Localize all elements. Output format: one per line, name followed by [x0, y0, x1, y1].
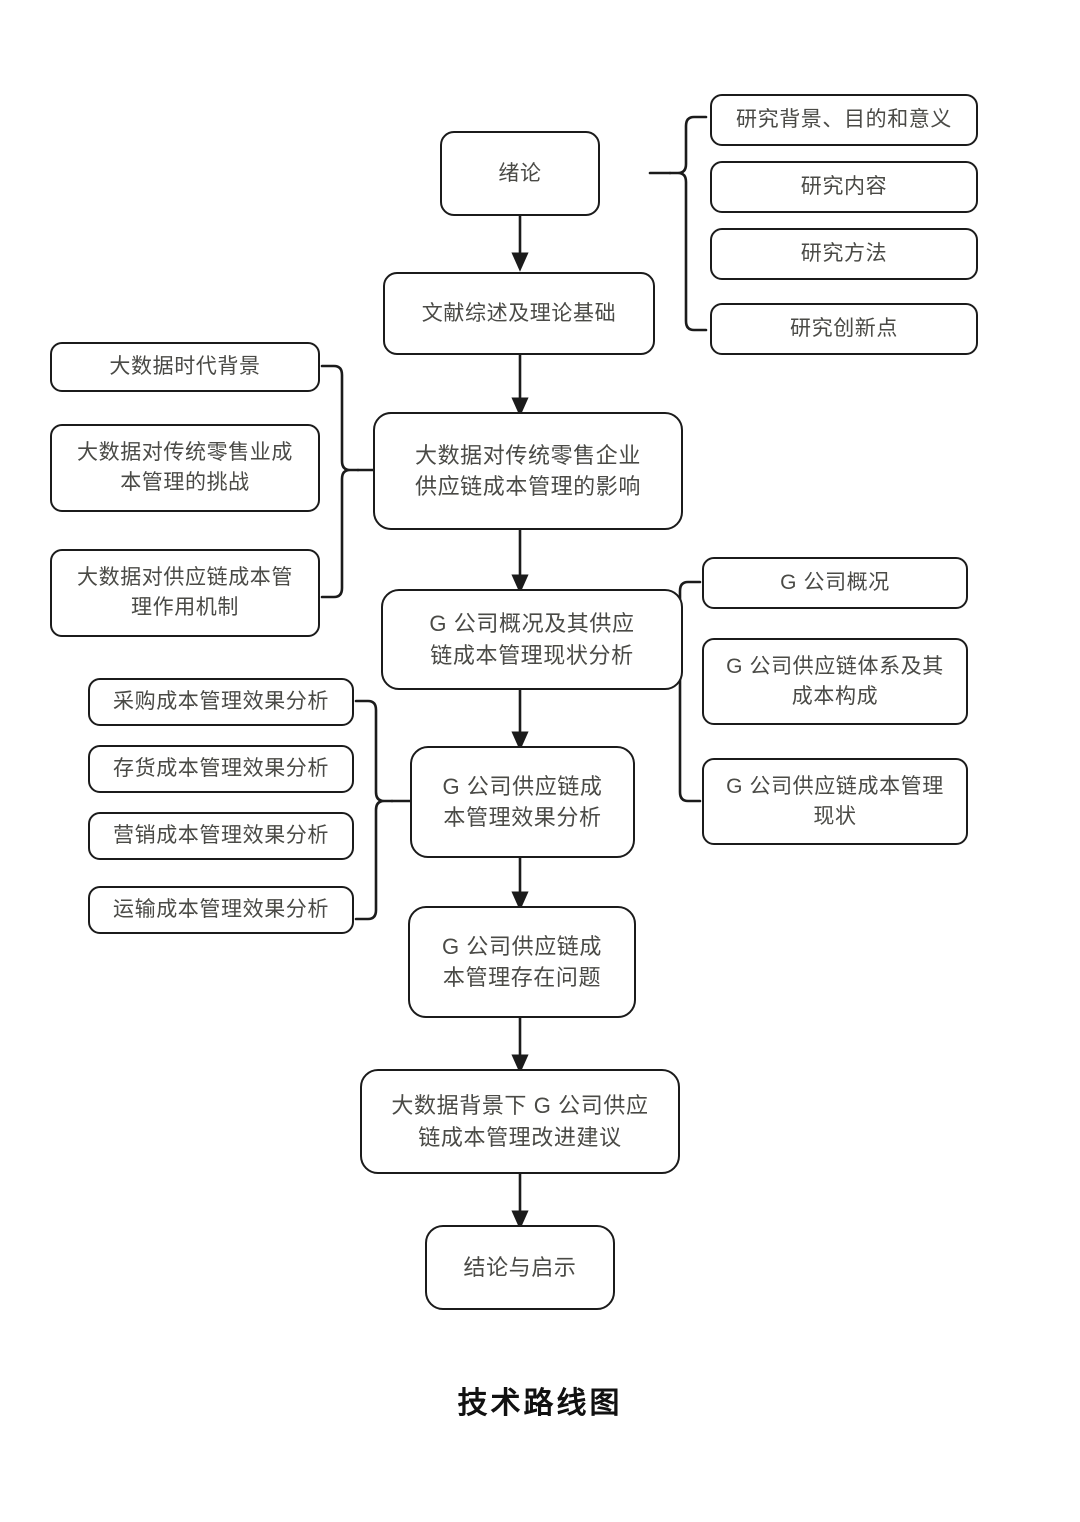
node-litreview-label: 文献综述及理论基础 — [421, 301, 617, 325]
branch-intro-item-1-label: 研究内容 — [800, 175, 888, 199]
branch-intro-item-2-label: 研究方法 — [800, 242, 888, 266]
node-gprofile-label: G 公司概况及其供应 链成本管理现状分析 — [429, 611, 635, 668]
node-conclusion-label: 结论与启示 — [463, 1254, 577, 1280]
node-geffect[interactable]: G 公司供应链成 本管理效果分析 — [410, 746, 635, 858]
branch-intro-item-1[interactable]: 研究内容 — [710, 161, 978, 213]
branch-impact-item-0-label: 大数据时代背景 — [109, 355, 261, 379]
node-geffect-label: G 公司供应链成 本管理效果分析 — [442, 773, 603, 830]
brace-impact-branch — [320, 364, 375, 599]
branch-intro-item-0[interactable]: 研究背景、目的和意义 — [710, 94, 978, 146]
branch-impact-item-1[interactable]: 大数据对传统零售业成 本管理的挑战 — [50, 424, 320, 512]
node-gsuggestion[interactable]: 大数据背景下 G 公司供应 链成本管理改进建议 — [360, 1069, 680, 1174]
branch-intro-item-3-label: 研究创新点 — [790, 317, 898, 341]
branch-geffect-item-0-label: 采购成本管理效果分析 — [113, 690, 329, 714]
branch-geffect-item-3-label: 运输成本管理效果分析 — [113, 898, 329, 922]
branch-geffect-item-3[interactable]: 运输成本管理效果分析 — [88, 886, 354, 934]
node-impact[interactable]: 大数据对传统零售企业 供应链成本管理的影响 — [373, 412, 683, 530]
branch-geffect-item-0[interactable]: 采购成本管理效果分析 — [88, 678, 354, 726]
branch-geffect-item-1[interactable]: 存货成本管理效果分析 — [88, 745, 354, 793]
branch-intro-item-3[interactable]: 研究创新点 — [710, 303, 978, 355]
branch-geffect-item-1-label: 存货成本管理效果分析 — [113, 757, 329, 781]
branch-geffect-item-2[interactable]: 营销成本管理效果分析 — [88, 812, 354, 860]
branch-geffect-item-2-label: 营销成本管理效果分析 — [113, 824, 329, 848]
node-intro[interactable]: 绪论 — [440, 131, 600, 216]
branch-impact-item-0[interactable]: 大数据时代背景 — [50, 342, 320, 392]
node-gproblems-label: G 公司供应链成 本管理存在问题 — [441, 933, 603, 990]
node-conclusion[interactable]: 结论与启示 — [425, 1225, 615, 1310]
branch-impact-item-1-label: 大数据对传统零售业成 本管理的挑战 — [77, 441, 293, 494]
node-gprofile[interactable]: G 公司概况及其供应 链成本管理现状分析 — [381, 589, 683, 690]
branch-gprofile-item-0[interactable]: G 公司概况 — [702, 557, 968, 609]
branch-gprofile-item-0-label: G 公司概况 — [780, 571, 890, 595]
node-gsuggestion-label: 大数据背景下 G 公司供应 链成本管理改进建议 — [391, 1093, 649, 1150]
brace-intro-branch — [648, 115, 708, 332]
branch-impact-item-2[interactable]: 大数据对供应链成本管 理作用机制 — [50, 549, 320, 637]
branch-intro-item-2[interactable]: 研究方法 — [710, 228, 978, 280]
node-gproblems[interactable]: G 公司供应链成 本管理存在问题 — [408, 906, 636, 1018]
branch-gprofile-item-1-label: G 公司供应链体系及其 成本构成 — [726, 654, 944, 708]
branch-gprofile-item-2-label: G 公司供应链成本管理 现状 — [726, 774, 944, 828]
node-intro-label: 绪论 — [498, 161, 542, 185]
diagram-caption: 技术路线图 — [457, 1387, 623, 1420]
branch-gprofile-item-2[interactable]: G 公司供应链成本管理 现状 — [702, 758, 968, 845]
node-litreview[interactable]: 文献综述及理论基础 — [383, 272, 655, 355]
branch-impact-item-2-label: 大数据对供应链成本管 理作用机制 — [77, 566, 293, 619]
node-impact-label: 大数据对传统零售企业 供应链成本管理的影响 — [414, 442, 641, 499]
branch-intro-item-0-label: 研究背景、目的和意义 — [736, 108, 952, 132]
branch-gprofile-item-1[interactable]: G 公司供应链体系及其 成本构成 — [702, 638, 968, 725]
brace-geffect-branch — [354, 699, 412, 921]
